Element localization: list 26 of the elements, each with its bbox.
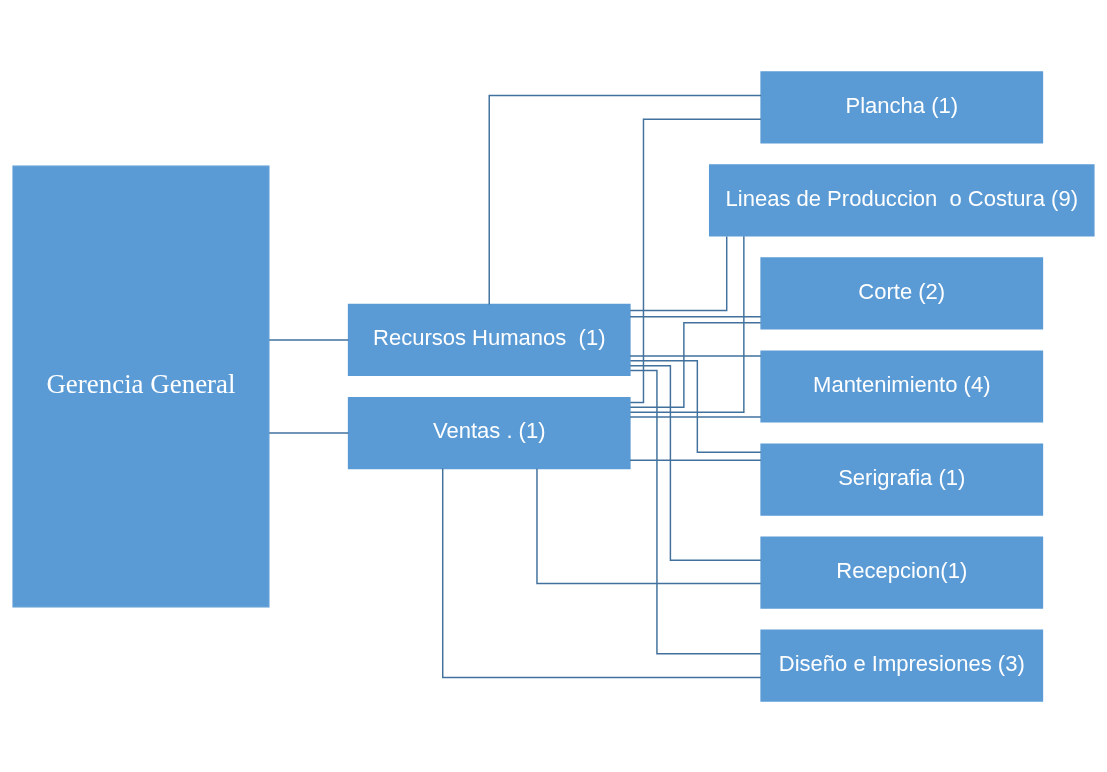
node-box: Diseño e Impresiones (3): [760, 629, 1044, 702]
node-box: Plancha (1): [760, 70, 1044, 143]
node-box: Lineas de Produccion o Costura (9): [708, 163, 1095, 237]
connector: [629, 235, 728, 311]
connector: [629, 364, 762, 561]
connector: [442, 467, 762, 678]
connector: [488, 94, 762, 305]
connector: [629, 321, 762, 408]
node-box: Corte (2): [760, 256, 1044, 330]
connector: [268, 431, 350, 434]
connector: [536, 467, 762, 584]
node-box: Mantenimiento (4): [760, 349, 1044, 423]
node-box: Ventas . (1): [347, 396, 631, 469]
connector: [629, 459, 762, 461]
connector: [629, 118, 762, 403]
connector: [629, 315, 762, 317]
connector: [629, 359, 762, 453]
connector: [629, 369, 762, 654]
connector: [629, 354, 762, 357]
node-box: Gerencia General: [12, 165, 270, 607]
node-box: Recepcion(1): [760, 535, 1044, 609]
connector: [629, 235, 745, 413]
node-box: Serigrafia (1): [760, 442, 1044, 516]
node-box: Recursos Humanos (1): [347, 303, 631, 376]
connector: [268, 338, 350, 341]
connector: [629, 415, 762, 418]
